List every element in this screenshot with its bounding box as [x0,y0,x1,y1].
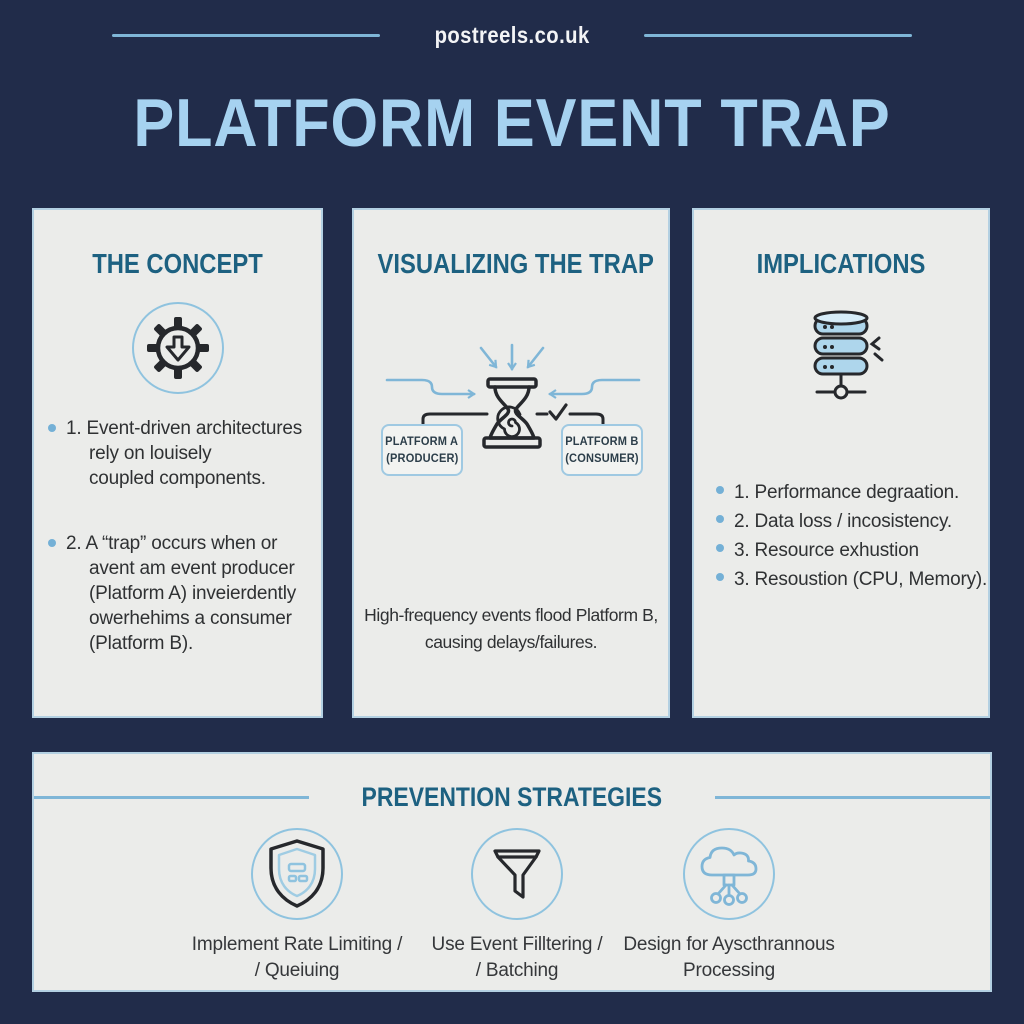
implications-bullet-list: 1. Performance degraation. 2. Data loss … [716,478,987,594]
consumer-label: (CONSUMER) [565,451,639,465]
divider-line-left [34,796,310,799]
platform-a-label: PLATFORM A [385,434,459,448]
list-item: 3. Resource exhustion [716,536,984,565]
prevention-heading: PREVENTION STRATEGIES [361,782,663,812]
list-item: 1. Performance degraation. [716,478,984,507]
card-concept: THE CONCEPT 1. Event-driven arch [32,208,323,718]
strategy-rate-limiting: Implement Rate Limiting / / Queiuing [147,826,447,984]
prevention-heading-row: PREVENTION STRATEGIES [34,782,990,813]
list-item: 3. Resoustion (CPU, Memory). [716,565,987,594]
funnel-icon [493,849,541,899]
shield-checklist-icon [269,839,325,908]
divider-line-right [714,796,990,799]
concept-heading: THE CONCEPT [92,248,263,279]
hourglass-overload-icon [385,343,641,449]
server-icon-wrap [781,308,901,413]
platform-b-label: PLATFORM B [565,434,639,448]
list-item: 2. Data loss / incosistency. [716,507,984,536]
server-stack-icon [813,310,884,400]
platform-a-producer-box: PLATFORM A (PRODUCER) [381,424,463,476]
platform-b-consumer-box: PLATFORM B (CONSUMER) [561,424,643,476]
strategy-event-filtering: Use Event Filltering / / Batching [367,826,667,984]
strategy-label: Design for Ayscthrannous Processing [623,934,835,981]
page-title: PLATFORM EVENT TRAP [133,85,891,161]
strategy-label: Implement Rate Limiting / / Queiuing [191,934,403,981]
site-name: postreels.co.uk [434,22,590,48]
shield-circle-frame [251,828,343,920]
list-item: 2. A “trap” occurs when or avent am even… [48,531,317,656]
divider-line-left [111,34,380,37]
strategy-label: Use Event Filltering / / Batching [431,934,603,981]
list-item: 1. Event-driven architectures rely on lo… [48,416,317,491]
trap-caption: High-frequency events flood Platform B, … [364,605,658,652]
cloud-network-icon [700,846,758,906]
concept-bullet-list: 1. Event-driven architectures rely on lo… [48,416,317,656]
header: postreels.co.uk [0,22,1024,49]
visualizing-heading: VISUALIZING THE TRAP [377,248,654,279]
card-implications: IMPLICATIONS [692,208,990,718]
implications-heading: IMPLICATIONS [756,248,926,279]
gear-circle-frame [131,302,224,394]
card-prevention: PREVENTION STRATEGIES Implement Rate Lim… [32,752,992,992]
producer-label: (PRODUCER) [385,451,459,465]
funnel-circle-frame [471,828,563,920]
cloud-circle-frame [683,828,775,920]
divider-line-right [644,34,913,37]
card-visualizing: VISUALIZING THE TRAP [352,208,670,718]
strategy-async-processing: Design for Ayscthrannous Processing [579,826,879,984]
gear-download-icon [146,317,209,379]
